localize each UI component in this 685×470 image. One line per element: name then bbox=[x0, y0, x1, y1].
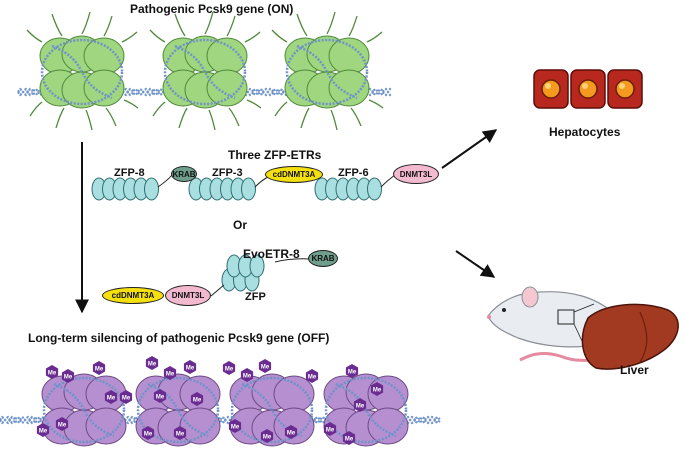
methyl-badge-icon: Me bbox=[45, 365, 59, 379]
zfp-3-label: ZFP-3 bbox=[212, 167, 243, 179]
svg-text:Me: Me bbox=[148, 362, 157, 368]
arrow-to-hepatocytes-icon bbox=[441, 129, 498, 169]
liver-icon bbox=[581, 303, 679, 370]
svg-text:Me: Me bbox=[261, 365, 270, 371]
arrow-to-mouse-icon bbox=[455, 250, 496, 278]
methyl-badge-icon: Me bbox=[183, 360, 197, 374]
methyl-badge-icon: Me bbox=[55, 417, 69, 431]
nucleosome-off-3 bbox=[229, 373, 315, 447]
methyl-badge-icon: Me bbox=[61, 369, 75, 383]
svg-text:Me: Me bbox=[243, 374, 252, 380]
methyl-badge-icon: Me bbox=[104, 390, 118, 404]
zfp-8-label: ZFP-8 bbox=[114, 167, 145, 179]
svg-text:Me: Me bbox=[144, 432, 153, 438]
zinc-finger-chain-3 bbox=[314, 177, 382, 201]
svg-text:Me: Me bbox=[373, 388, 382, 394]
hepatocyte-icon bbox=[533, 69, 643, 109]
methyl-badge-icon: Me bbox=[353, 398, 367, 412]
methyl-badge-icon: Me bbox=[345, 364, 359, 378]
svg-text:Me: Me bbox=[356, 404, 365, 410]
svg-text:Me: Me bbox=[107, 396, 116, 402]
methyl-badge-icon: Me bbox=[323, 422, 337, 436]
cddnmt3a-domain-1: cdDNMT3A bbox=[265, 166, 323, 183]
krab-domain-1: KRAB bbox=[171, 166, 197, 182]
methyl-badge-icon: Me bbox=[119, 390, 133, 404]
svg-text:Me: Me bbox=[166, 372, 175, 378]
methyl-badge-icon: Me bbox=[370, 382, 384, 396]
svg-text:Me: Me bbox=[176, 432, 185, 438]
nucleosome-off-4 bbox=[323, 373, 409, 447]
methyl-badge-icon: Me bbox=[305, 369, 319, 383]
svg-text:Me: Me bbox=[263, 435, 272, 441]
dnmt3l-domain-1: DNMT3L bbox=[393, 164, 439, 184]
nucleosome-on-2 bbox=[149, 11, 262, 131]
svg-text:Me: Me bbox=[231, 425, 240, 431]
three-zfp-title: Three ZFP-ETRs bbox=[228, 148, 322, 162]
krab-domain-2: KRAB bbox=[308, 250, 338, 267]
svg-text:Me: Me bbox=[58, 423, 67, 429]
nucleosome-on-1 bbox=[26, 11, 139, 131]
methyl-badge-icon: Me bbox=[342, 431, 356, 445]
methyl-badge-icon: Me bbox=[260, 429, 274, 443]
methyl-badge-icon: Me bbox=[222, 361, 236, 375]
nucleosomes-on bbox=[26, 11, 384, 131]
methyl-badge-icon: Me bbox=[163, 366, 177, 380]
dnmt3l-domain-2: DNMT3L bbox=[165, 285, 211, 306]
zinc-finger-chain-1 bbox=[91, 177, 159, 201]
methyl-badge-icon: Me bbox=[258, 359, 272, 373]
methyl-badge-icon: Me bbox=[190, 392, 204, 406]
evo-zfp-label: ZFP bbox=[245, 291, 266, 303]
zinc-finger-chain-2 bbox=[188, 177, 256, 201]
hepatocytes-label: Hepatocytes bbox=[549, 125, 621, 139]
svg-text:Me: Me bbox=[156, 395, 165, 401]
zinc-finger-chain-evo bbox=[221, 254, 265, 292]
svg-text:Me: Me bbox=[193, 398, 202, 404]
methyl-badge-icon: Me bbox=[228, 419, 242, 433]
methyl-badge-icon: Me bbox=[92, 361, 106, 375]
methyl-badge-icon: Me bbox=[141, 426, 155, 440]
title-gene-on: Pathogenic Pcsk9 gene (ON) bbox=[130, 2, 294, 16]
svg-text:Me: Me bbox=[348, 370, 357, 376]
svg-text:Me: Me bbox=[345, 437, 354, 443]
svg-text:Me: Me bbox=[287, 431, 296, 437]
methyl-badge-icon: Me bbox=[36, 423, 50, 437]
nucleosome-off-2 bbox=[135, 373, 221, 447]
cddnmt3a-domain-2: cdDNMT3A bbox=[102, 287, 164, 304]
svg-text:Me: Me bbox=[39, 429, 48, 435]
methyl-badge-icon: Me bbox=[145, 356, 159, 370]
svg-text:Me: Me bbox=[48, 371, 57, 377]
nucleosome-on-3 bbox=[271, 11, 384, 131]
methyl-badge-icon: Me bbox=[173, 426, 187, 440]
or-label: Or bbox=[233, 218, 248, 232]
zfp-6-label: ZFP-6 bbox=[338, 167, 369, 179]
svg-text:Me: Me bbox=[64, 375, 73, 381]
zfp-constructs bbox=[91, 174, 396, 297]
methyl-badge-icon: Me bbox=[284, 425, 298, 439]
evoetr-title: EvoETR-8 bbox=[243, 247, 300, 261]
title-gene-off: Long-term silencing of pathogenic Pcsk9 … bbox=[28, 331, 330, 345]
svg-text:Me: Me bbox=[95, 367, 104, 373]
methyl-badge-icon: Me bbox=[240, 368, 254, 382]
methyl-badge-icon: Me bbox=[153, 389, 167, 403]
svg-text:Me: Me bbox=[186, 366, 195, 372]
liver-label: Liver bbox=[620, 363, 649, 377]
svg-text:Me: Me bbox=[326, 428, 335, 434]
svg-text:Me: Me bbox=[225, 367, 234, 373]
nucleosome-off-1 bbox=[41, 373, 127, 447]
svg-text:Me: Me bbox=[122, 396, 131, 402]
svg-text:Me: Me bbox=[308, 375, 317, 381]
